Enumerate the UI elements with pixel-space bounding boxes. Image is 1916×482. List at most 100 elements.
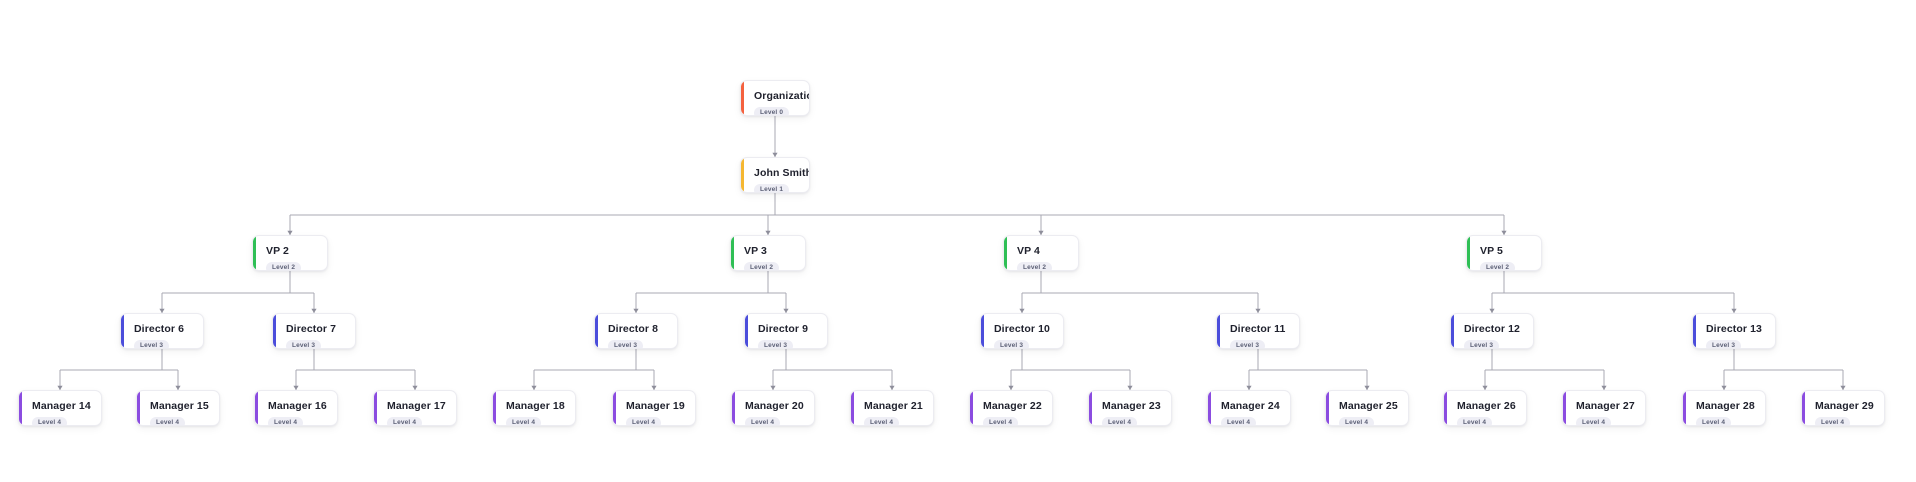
node-level-badge: Level 2 xyxy=(1017,262,1053,270)
node-accent-bar xyxy=(745,314,748,348)
node-title: VP 2 xyxy=(266,245,289,257)
node-accent-bar xyxy=(1089,391,1092,425)
node-level-badge: Level 4 xyxy=(1457,417,1493,425)
node-title: Manager 22 xyxy=(983,400,1042,412)
node-title: Manager 28 xyxy=(1696,400,1755,412)
node-level-badge: Level 4 xyxy=(1696,417,1732,425)
org-node-n26[interactable]: Manager 26 Level 4 xyxy=(1443,390,1527,426)
node-title: Manager 14 xyxy=(32,400,91,412)
org-node-n28[interactable]: Manager 28 Level 4 xyxy=(1682,390,1766,426)
node-level-badge: Level 4 xyxy=(745,417,781,425)
node-title: VP 3 xyxy=(744,245,767,257)
node-level-badge: Level 4 xyxy=(1339,417,1375,425)
node-accent-bar xyxy=(255,391,258,425)
org-node-n12[interactable]: Director 12 Level 3 xyxy=(1450,313,1534,349)
node-accent-bar xyxy=(595,314,598,348)
node-accent-bar xyxy=(273,314,276,348)
node-title: Manager 29 xyxy=(1815,400,1874,412)
node-title: Manager 24 xyxy=(1221,400,1280,412)
node-accent-bar xyxy=(741,158,744,192)
node-level-badge: Level 2 xyxy=(744,262,780,270)
node-accent-bar xyxy=(1451,314,1454,348)
node-level-badge: Level 4 xyxy=(983,417,1019,425)
org-node-n20[interactable]: Manager 20 Level 4 xyxy=(731,390,815,426)
node-level-badge: Level 4 xyxy=(864,417,900,425)
node-level-badge: Level 4 xyxy=(1221,417,1257,425)
node-level-badge: Level 4 xyxy=(1576,417,1612,425)
node-title: Manager 26 xyxy=(1457,400,1516,412)
node-title: VP 4 xyxy=(1017,245,1040,257)
node-title: Director 7 xyxy=(286,323,337,335)
node-title: Organization xyxy=(754,90,809,102)
node-level-badge: Level 4 xyxy=(1102,417,1138,425)
org-node-n10[interactable]: Director 10 Level 3 xyxy=(980,313,1064,349)
node-accent-bar xyxy=(1208,391,1211,425)
node-accent-bar xyxy=(732,391,735,425)
node-level-badge: Level 3 xyxy=(134,340,170,348)
org-node-n0[interactable]: OrganizationLevel 0 xyxy=(740,80,810,116)
org-node-n25[interactable]: Manager 25 Level 4 xyxy=(1325,390,1409,426)
node-level-badge: Level 1 xyxy=(754,184,790,192)
node-title: Manager 17 xyxy=(387,400,446,412)
org-node-n15[interactable]: Manager 15 Level 4 xyxy=(136,390,220,426)
node-level-badge: Level 4 xyxy=(387,417,423,425)
node-level-badge: Level 4 xyxy=(32,417,68,425)
node-accent-bar xyxy=(1217,314,1220,348)
node-accent-bar xyxy=(741,81,744,115)
node-title: Director 12 xyxy=(1464,323,1520,335)
org-node-n2[interactable]: VP 2 Level 2 xyxy=(252,235,328,271)
node-level-badge: Level 4 xyxy=(268,417,304,425)
node-level-badge: Level 3 xyxy=(286,340,322,348)
node-level-badge: Level 4 xyxy=(150,417,186,425)
node-level-badge: Level 3 xyxy=(1464,340,1500,348)
node-accent-bar xyxy=(1444,391,1447,425)
org-node-n3[interactable]: VP 3 Level 2 xyxy=(730,235,806,271)
node-title: Manager 27 xyxy=(1576,400,1635,412)
node-level-badge: Level 3 xyxy=(1706,340,1742,348)
node-title: Manager 20 xyxy=(745,400,804,412)
org-node-n14[interactable]: Manager 14 Level 4 xyxy=(18,390,102,426)
node-title: Manager 25 xyxy=(1339,400,1398,412)
org-node-n7[interactable]: Director 7 Level 3 xyxy=(272,313,356,349)
org-node-n23[interactable]: Manager 23 Level 4 xyxy=(1088,390,1172,426)
org-node-n4[interactable]: VP 4 Level 2 xyxy=(1003,235,1079,271)
node-accent-bar xyxy=(970,391,973,425)
org-node-n16[interactable]: Manager 16 Level 4 xyxy=(254,390,338,426)
org-node-n24[interactable]: Manager 24 Level 4 xyxy=(1207,390,1291,426)
node-title: Manager 16 xyxy=(268,400,327,412)
org-node-n18[interactable]: Manager 18 Level 4 xyxy=(492,390,576,426)
node-accent-bar xyxy=(981,314,984,348)
node-title: Manager 23 xyxy=(1102,400,1161,412)
node-accent-bar xyxy=(1004,236,1007,270)
node-title: Manager 15 xyxy=(150,400,209,412)
node-level-badge: Level 2 xyxy=(266,262,302,270)
org-node-n27[interactable]: Manager 27 Level 4 xyxy=(1562,390,1646,426)
node-accent-bar xyxy=(493,391,496,425)
node-accent-bar xyxy=(613,391,616,425)
node-title: John Smith xyxy=(754,167,810,179)
org-node-n17[interactable]: Manager 17 Level 4 xyxy=(373,390,457,426)
node-title: Director 11 xyxy=(1230,323,1286,335)
node-level-badge: Level 3 xyxy=(758,340,794,348)
node-level-badge: Level 0 xyxy=(754,107,790,115)
node-title: Manager 18 xyxy=(506,400,565,412)
node-level-badge: Level 3 xyxy=(994,340,1030,348)
node-title: Director 10 xyxy=(994,323,1050,335)
node-accent-bar xyxy=(1326,391,1329,425)
org-node-n11[interactable]: Director 11 Level 3 xyxy=(1216,313,1300,349)
node-accent-bar xyxy=(851,391,854,425)
node-level-badge: Level 4 xyxy=(626,417,662,425)
node-level-badge: Level 3 xyxy=(1230,340,1266,348)
org-node-n22[interactable]: Manager 22 Level 4 xyxy=(969,390,1053,426)
node-level-badge: Level 4 xyxy=(506,417,542,425)
